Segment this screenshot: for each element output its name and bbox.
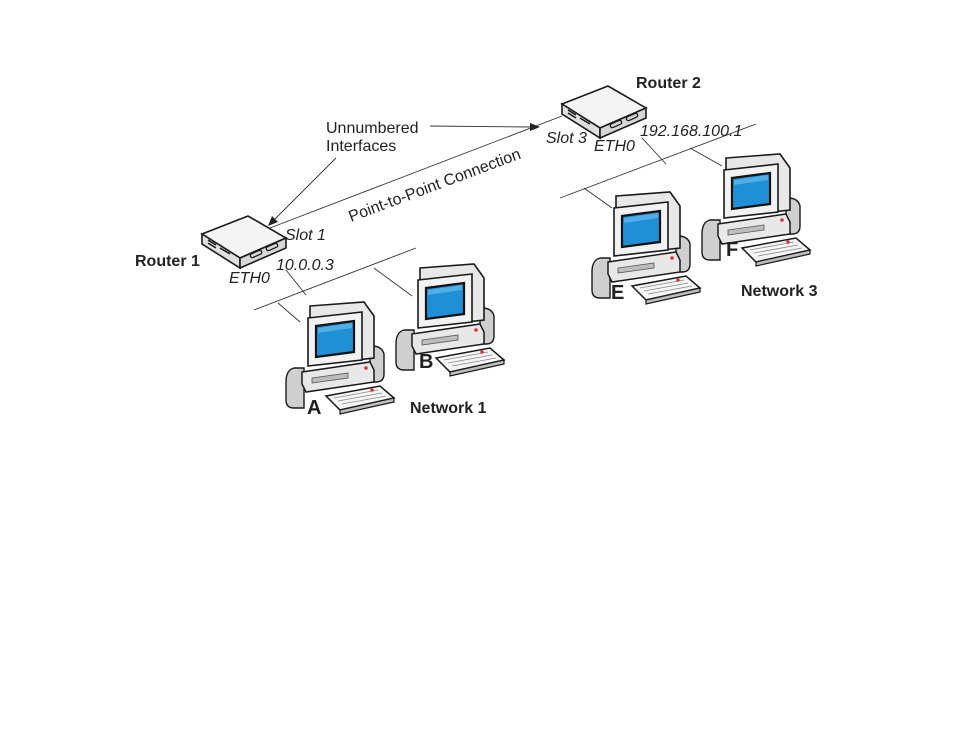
router2-ip: 192.168.100.1 bbox=[640, 123, 742, 140]
arrowhead-icon bbox=[268, 216, 278, 226]
arrowhead-icon bbox=[530, 123, 540, 131]
computer-f-label: F bbox=[726, 239, 738, 261]
router1-slot: Slot 1 bbox=[285, 227, 326, 244]
callout-arrow-to-router2 bbox=[429, 125, 533, 128]
router2-name: Router 2 bbox=[636, 75, 701, 92]
link-label: Point-to-Point Connection bbox=[346, 146, 523, 226]
computer-e-drop bbox=[583, 187, 613, 209]
router1-ip: 10.0.0.3 bbox=[276, 257, 334, 274]
network3-label: Network 3 bbox=[741, 283, 818, 300]
callout-arrow-to-router1 bbox=[273, 157, 337, 221]
network1-label: Network 1 bbox=[410, 400, 487, 417]
router2-eth: ETH0 bbox=[594, 138, 635, 155]
computer-f-drop bbox=[689, 147, 723, 167]
computer-a-label: A bbox=[307, 397, 321, 419]
computer-b-icon bbox=[394, 262, 506, 378]
router2-slot: Slot 3 bbox=[546, 130, 587, 147]
computer-f-icon bbox=[700, 152, 812, 268]
router1-name: Router 1 bbox=[135, 253, 200, 270]
network1-segment bbox=[253, 247, 417, 311]
callout-line2: Interfaces bbox=[326, 138, 396, 155]
computer-a-drop bbox=[277, 302, 301, 323]
computer-e-icon bbox=[590, 190, 702, 306]
point-to-point-link bbox=[269, 115, 563, 229]
computer-b-drop bbox=[373, 267, 413, 297]
callout-line1: Unnumbered bbox=[326, 120, 419, 137]
router2-eth0-drop bbox=[641, 137, 667, 165]
computer-e-label: E bbox=[611, 282, 624, 304]
computer-b-label: B bbox=[419, 351, 433, 373]
router1-eth: ETH0 bbox=[229, 270, 270, 287]
computer-a-icon bbox=[284, 300, 396, 416]
router1-eth0-drop bbox=[285, 269, 307, 296]
network3-segment bbox=[559, 123, 757, 199]
